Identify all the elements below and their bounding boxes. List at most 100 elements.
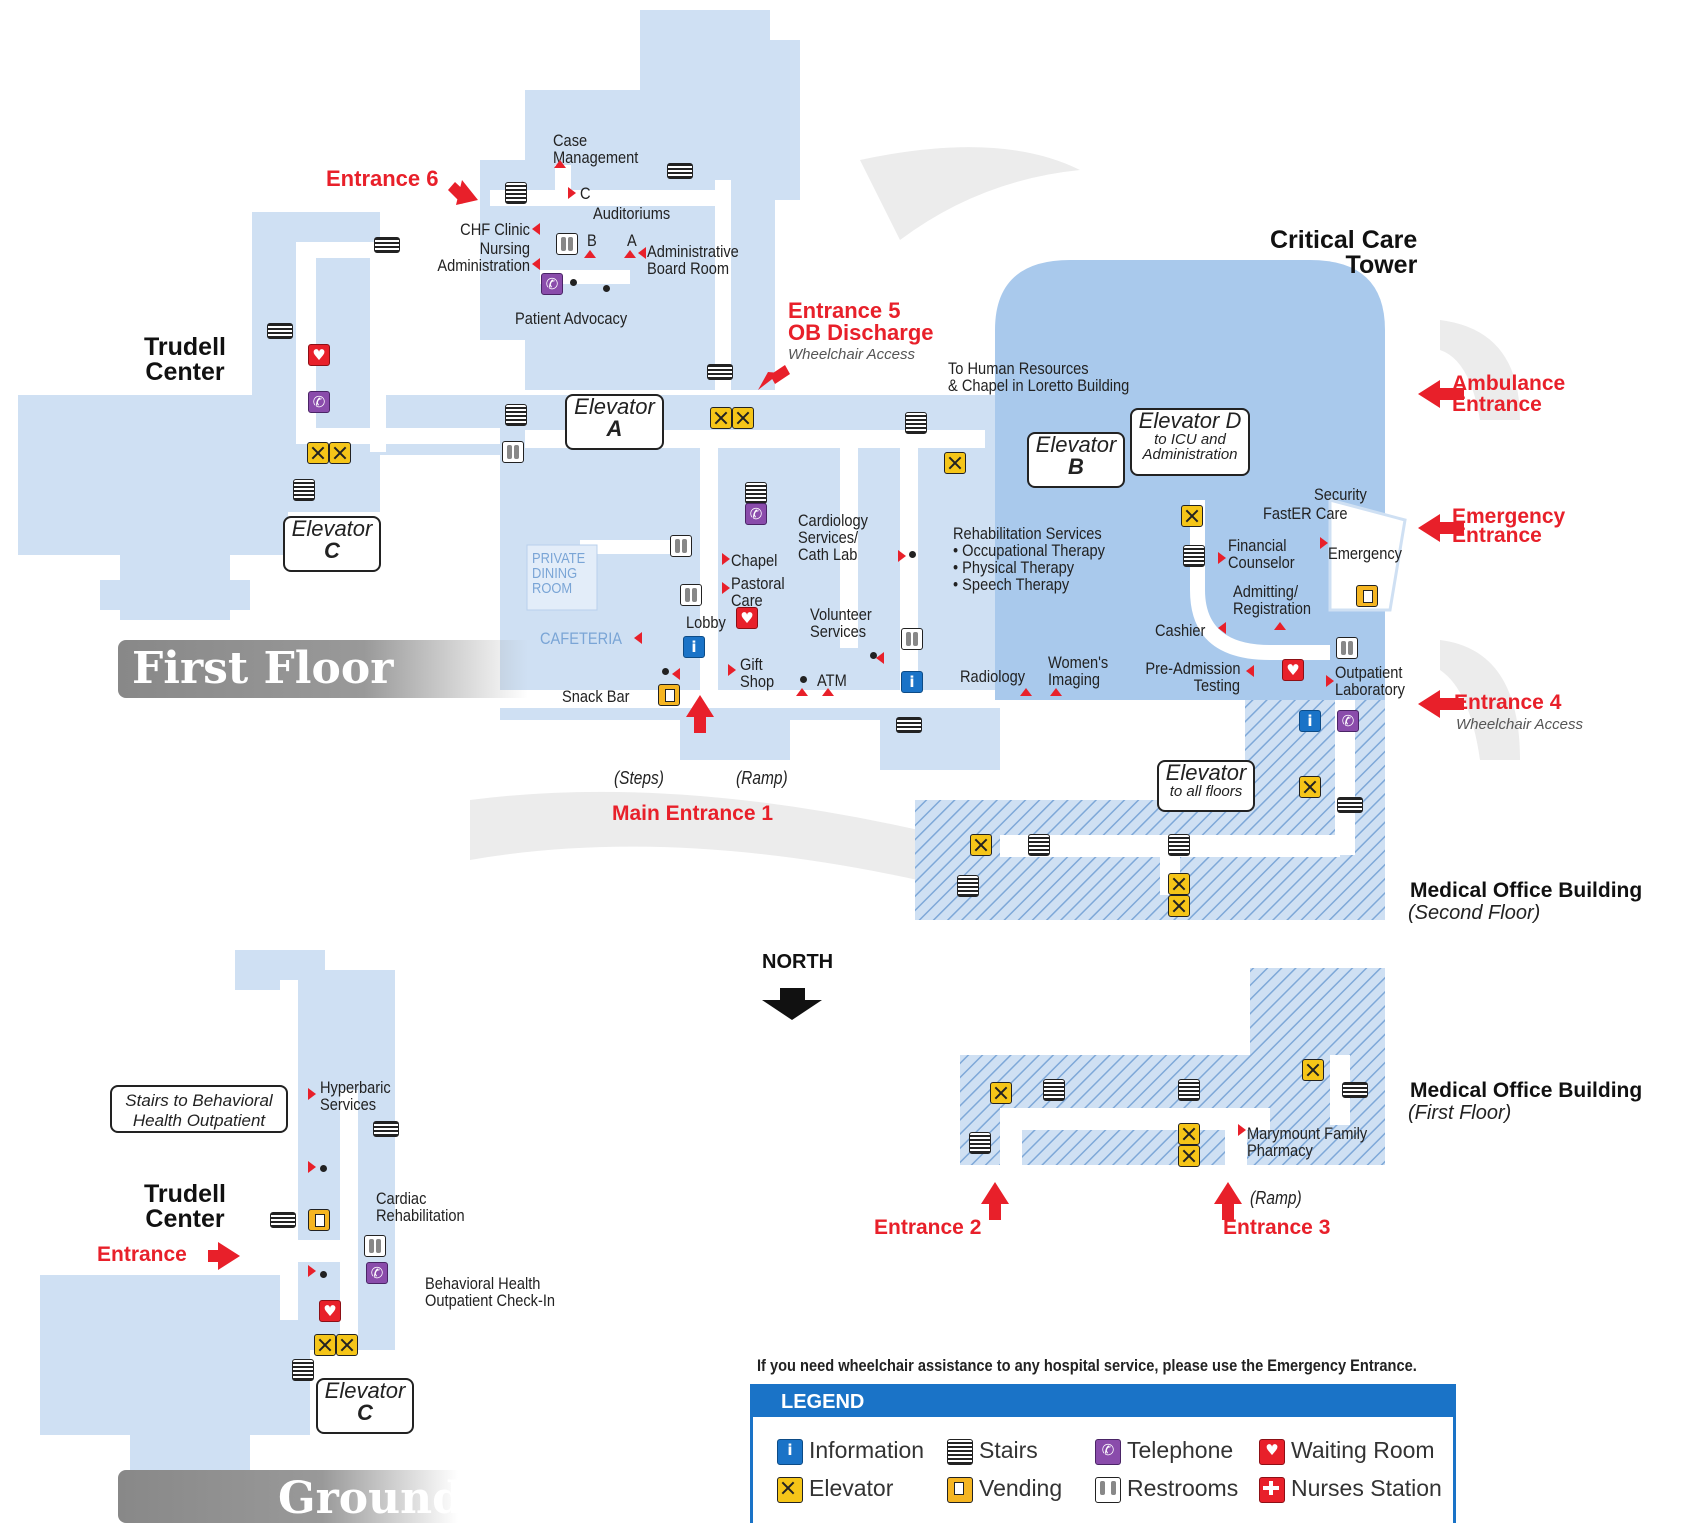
- pointer-dot: [870, 652, 877, 659]
- vending-icon: [1356, 585, 1378, 607]
- stairs-icon: [270, 1212, 296, 1228]
- entrance-4-label: Entrance 4: [1454, 691, 1562, 714]
- stairs-icon: [292, 1359, 314, 1381]
- administrative-board-room-label: Administrative Board Room: [647, 242, 739, 278]
- auditorium-b-label: B: [587, 231, 597, 250]
- pointer-dot: [320, 1271, 327, 1278]
- restrooms-icon: [680, 584, 702, 606]
- marker-icon: [624, 250, 636, 258]
- marker-icon: [308, 1088, 316, 1100]
- auditorium-c-label: C: [580, 184, 591, 203]
- admitting-registration-label: Admitting/ Registration: [1233, 582, 1312, 618]
- behavioral-health-label: Behavioral Health Outpatient Check-In: [425, 1274, 556, 1310]
- stairs-icon: [969, 1132, 991, 1154]
- stairs-icon: [947, 1438, 973, 1465]
- outpatient-laboratory-label: Outpatient Laboratory: [1335, 663, 1405, 699]
- nurses-station-icon: [1259, 1476, 1285, 1503]
- entrance-arrows: [208, 180, 1464, 1270]
- trudell-first-corridors: [296, 242, 556, 452]
- elevator-c-ground-letter: C: [357, 1400, 373, 1425]
- elevator-all-title: Elevator: [1165, 760, 1247, 785]
- faster-care-label: FastER Care: [1263, 504, 1348, 523]
- waiting-room-icon: ♥: [736, 607, 758, 629]
- stairs-icon: [1043, 1079, 1065, 1101]
- elevator-d-note: to ICU and Administration: [1142, 431, 1238, 463]
- waiting-room-icon: ♥: [308, 344, 330, 366]
- pointer-dot: [800, 676, 807, 683]
- mob-second-floor-label: (Second Floor): [1408, 902, 1541, 924]
- trudell-center-ground-label: Trudell Center: [144, 1180, 226, 1233]
- stairs-icon: [505, 404, 527, 426]
- marker-icon: [1238, 1124, 1246, 1136]
- elevator-d-title: Elevator D: [1138, 408, 1242, 433]
- stairs-icon: [505, 182, 527, 204]
- trudell-first-building: [18, 212, 500, 620]
- mob-first-name: Medical Office Building: [1410, 1079, 1643, 1102]
- north-block: [480, 10, 800, 390]
- mob-first-floor-label: (First Floor): [1408, 1102, 1512, 1124]
- stairs-icon: [374, 237, 400, 253]
- marker-icon: [722, 553, 730, 565]
- marker-icon: [554, 160, 566, 168]
- stairs-icon: [1342, 1082, 1368, 1098]
- gift-shop-label: Gift Shop: [740, 655, 775, 691]
- critical-care-tower: [995, 260, 1385, 700]
- elevator-icon: [314, 1334, 336, 1356]
- chf-clinic-label: CHF Clinic: [460, 220, 530, 239]
- mob-second-name: Medical Office Building: [1410, 879, 1643, 902]
- marker-icon: [1050, 688, 1062, 696]
- cafeteria-label: CAFETERIA: [540, 629, 623, 648]
- restrooms-icon: [364, 1235, 386, 1257]
- entrance-5-label: Entrance 5 OB Discharge: [788, 298, 934, 345]
- stairs-icon: [707, 364, 733, 380]
- entrance-4-note: Wheelchair Access: [1456, 716, 1583, 733]
- elevator-a-letter: A: [606, 416, 623, 441]
- vending-icon: [308, 1209, 330, 1231]
- human-resources-label: To Human Resources & Chapel in Loretto B…: [948, 359, 1130, 395]
- cashier-label: Cashier: [1155, 621, 1206, 640]
- telephone-icon: ✆: [1095, 1438, 1121, 1465]
- elevator-a-title: Elevator: [574, 394, 655, 419]
- stairs-icon: [293, 479, 315, 501]
- legend-item-telephone: ✆Telephone: [1095, 1437, 1233, 1465]
- emergency-wing: [1328, 498, 1407, 612]
- stairs-icon: [1168, 834, 1190, 856]
- tower-corridor: [1190, 500, 1330, 660]
- stairs-icon: [667, 163, 693, 179]
- marker-icon: [638, 247, 646, 259]
- stairs-icon: [1178, 1079, 1200, 1101]
- pointer-dot: [909, 551, 916, 558]
- telephone-icon: ✆: [541, 273, 563, 295]
- north-block-corridors: [490, 165, 731, 400]
- stairs-icon: [373, 1121, 399, 1137]
- atm-label: ATM: [817, 671, 847, 690]
- elevator-icon: [1302, 1059, 1324, 1081]
- restrooms-icon: [1336, 637, 1358, 659]
- elevator-icon: [1299, 776, 1321, 798]
- waiting-room-icon: ♥: [1259, 1438, 1285, 1465]
- marymount-pharmacy-label: Marymount Family Pharmacy: [1247, 1124, 1368, 1160]
- chapel-label: Chapel: [731, 551, 778, 570]
- road-shading: [470, 147, 1520, 900]
- steps-label: (Steps): [614, 768, 664, 788]
- security-label: Security: [1314, 485, 1367, 504]
- lobby-label: Lobby: [686, 613, 726, 632]
- entrance-2-label: Entrance 2: [874, 1216, 982, 1239]
- legend-item-elevator: Elevator: [777, 1475, 893, 1503]
- marker-icon: [672, 668, 680, 680]
- north-label: NORTH: [762, 951, 834, 973]
- ramp-entrance-3-label: (Ramp): [1250, 1188, 1302, 1208]
- nursing-administration-label: Nursing Administration: [437, 239, 530, 275]
- marker-icon: [1326, 675, 1334, 687]
- marker-icon: [584, 250, 596, 258]
- trudell-ground-corridors: [240, 980, 358, 1350]
- telephone-icon: ✆: [745, 503, 767, 525]
- restrooms-icon: [901, 628, 923, 650]
- marker-icon: [634, 632, 642, 644]
- elevator-b-title: Elevator: [1035, 432, 1117, 457]
- legend-label: Elevator: [809, 1475, 894, 1501]
